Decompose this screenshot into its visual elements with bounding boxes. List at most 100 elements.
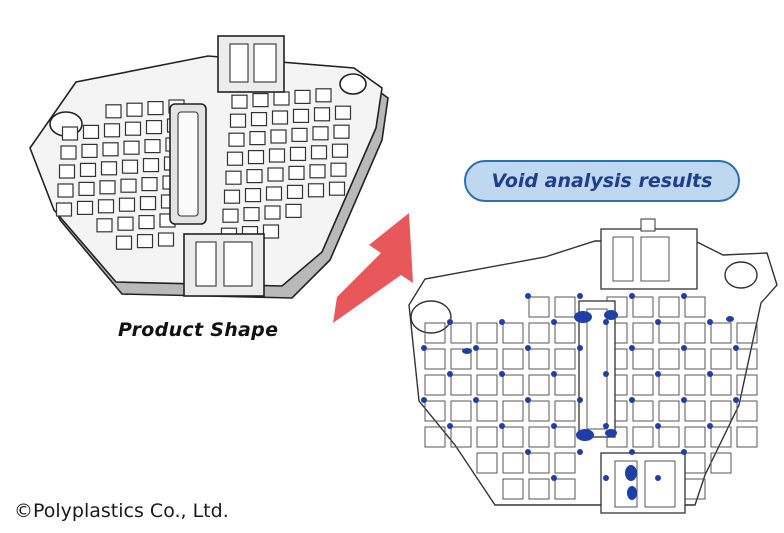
void-rib-cell bbox=[502, 426, 524, 448]
void-blob bbox=[574, 311, 592, 323]
void-dot bbox=[473, 397, 479, 403]
void-rib-cell bbox=[528, 400, 550, 422]
product-rib-cell bbox=[268, 148, 286, 163]
void-bottom-clip-slot-b bbox=[644, 460, 676, 508]
void-rib-cell bbox=[684, 374, 706, 396]
product-rib-cell bbox=[76, 200, 94, 215]
product-rib-cell bbox=[333, 124, 350, 139]
product-rib-cell bbox=[252, 92, 269, 108]
void-blob bbox=[627, 486, 637, 500]
void-dot bbox=[733, 345, 739, 351]
void-rib-cell bbox=[736, 322, 758, 344]
product-rib-cell bbox=[145, 119, 163, 135]
void-dot bbox=[629, 449, 635, 455]
void-rib-cell bbox=[710, 452, 732, 474]
product-rib-cell bbox=[334, 105, 352, 120]
product-rib-cell bbox=[289, 146, 307, 162]
product-rib-cell bbox=[309, 164, 326, 179]
void-right-hole bbox=[724, 261, 758, 289]
void-blob bbox=[576, 429, 594, 441]
product-rib-cell bbox=[270, 129, 287, 144]
void-top-clip bbox=[600, 228, 698, 290]
product-rib-cell bbox=[120, 178, 137, 193]
top-clip-slot-b bbox=[253, 43, 277, 83]
void-rib-cell bbox=[554, 348, 576, 370]
void-dot bbox=[447, 319, 453, 325]
void-rib-cell bbox=[658, 296, 680, 318]
product-rib-cell bbox=[157, 232, 175, 247]
product-rib-cell bbox=[292, 108, 310, 124]
void-rib-cell bbox=[710, 348, 732, 370]
bottom-clip-slot-a bbox=[195, 241, 217, 287]
void-rib-cell bbox=[684, 400, 706, 422]
product-rib-cell bbox=[331, 143, 349, 158]
product-rib-cell bbox=[285, 203, 302, 218]
product-rib-cell bbox=[142, 158, 160, 173]
void-rib-cell bbox=[502, 400, 524, 422]
product-rib-cell bbox=[96, 218, 113, 233]
void-rib-cell bbox=[476, 322, 498, 344]
void-rib-cell bbox=[528, 478, 550, 500]
product-rib-cell bbox=[99, 180, 116, 195]
void-rib-cell bbox=[632, 348, 654, 370]
void-blob bbox=[625, 465, 637, 481]
void-dot bbox=[525, 345, 531, 351]
void-rib-cell bbox=[554, 452, 576, 474]
void-central-boss bbox=[578, 300, 616, 438]
void-rib-cell bbox=[736, 374, 758, 396]
void-rib-cell bbox=[476, 426, 498, 448]
void-rib-cell bbox=[476, 348, 498, 370]
void-rib-cell bbox=[502, 322, 524, 344]
void-rib-cell bbox=[554, 322, 576, 344]
product-rib-cell bbox=[330, 162, 347, 177]
product-rib-cell bbox=[61, 126, 79, 141]
void-dot bbox=[629, 397, 635, 403]
void-dot bbox=[551, 319, 557, 325]
product-rib-cell bbox=[115, 235, 133, 250]
void-rib-cell bbox=[632, 426, 654, 448]
void-rib-cell bbox=[450, 322, 472, 344]
void-dot bbox=[707, 319, 713, 325]
void-rib-cell bbox=[658, 322, 680, 344]
void-dot bbox=[655, 423, 661, 429]
void-dot bbox=[499, 423, 505, 429]
void-rib-cell bbox=[502, 452, 524, 474]
product-shape-caption: Product Shape bbox=[118, 319, 279, 341]
product-rib-cell bbox=[78, 181, 95, 196]
void-dot bbox=[629, 345, 635, 351]
bottom-clip-slot-b bbox=[223, 241, 253, 287]
void-rib-cell bbox=[502, 478, 524, 500]
void-dot bbox=[655, 319, 661, 325]
void-rib-cell bbox=[684, 348, 706, 370]
product-rib-cell bbox=[81, 143, 98, 159]
product-shape-svg bbox=[29, 35, 389, 299]
product-rib-cell bbox=[247, 149, 265, 165]
void-rib-cell bbox=[632, 322, 654, 344]
product-rib-cell bbox=[118, 197, 136, 212]
void-rib-cell bbox=[736, 348, 758, 370]
void-rib-cell bbox=[424, 322, 446, 344]
void-rib-cell bbox=[476, 452, 498, 474]
void-rib-cell bbox=[684, 426, 706, 448]
product-rib-cell bbox=[310, 145, 328, 160]
void-dot bbox=[551, 475, 557, 481]
void-dot bbox=[473, 345, 479, 351]
product-rib-cell bbox=[222, 208, 239, 223]
right-hole bbox=[339, 73, 367, 95]
product-rib-cell bbox=[244, 188, 262, 203]
arrow-shape bbox=[333, 213, 413, 323]
void-dot bbox=[577, 345, 583, 351]
void-rib-cell bbox=[710, 400, 732, 422]
product-rib-cell bbox=[246, 169, 263, 184]
void-dot bbox=[681, 293, 687, 299]
void-dot bbox=[421, 397, 427, 403]
void-rib-cell bbox=[528, 374, 550, 396]
product-rib-cell bbox=[105, 104, 122, 119]
product-rib-cell bbox=[58, 164, 76, 179]
void-dot bbox=[577, 449, 583, 455]
void-top-pin bbox=[640, 218, 656, 232]
void-dot bbox=[655, 475, 661, 481]
product-rib-cell bbox=[138, 215, 155, 230]
void-rib-cell bbox=[424, 348, 446, 370]
void-dot bbox=[629, 293, 635, 299]
